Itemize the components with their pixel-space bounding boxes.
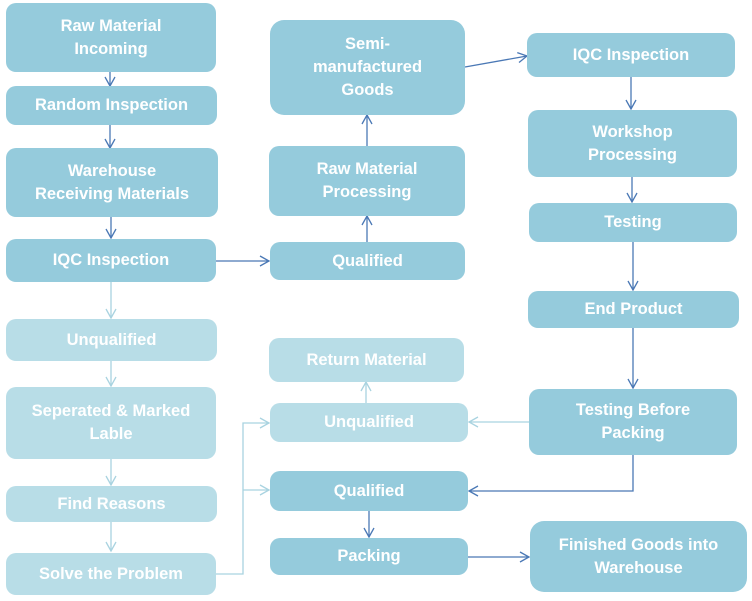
node-end-product: End Product <box>528 291 739 328</box>
arrow-solve-to-unqualified <box>216 417 271 575</box>
node-packing: Packing <box>270 538 468 575</box>
arrow-testing-before-to-qualified <box>467 455 634 497</box>
node-testing: Testing <box>529 203 737 242</box>
node-random-inspection: Random Inspection <box>6 86 217 125</box>
node-workshop-processing: Workshop Processing <box>528 110 737 177</box>
node-raw-material-processing: Raw Material Processing <box>269 146 465 216</box>
node-find-reasons: Find Reasons <box>6 486 217 522</box>
node-separated-marked: Seperated & Marked Lable <box>6 387 216 459</box>
node-unqualified-mid: Unqualified <box>270 403 468 442</box>
node-raw-material-incoming: Raw Material Incoming <box>6 3 216 72</box>
node-iqc-inspection-right: IQC Inspection <box>527 33 735 77</box>
node-warehouse-receiving: Warehouse Receiving Materials <box>6 148 218 217</box>
node-solve-problem: Solve the Problem <box>6 553 216 595</box>
arrow-semi-to-iqc <box>464 52 529 68</box>
node-unqualified-left: Unqualified <box>6 319 217 361</box>
node-finished-goods: Finished Goods into Warehouse <box>530 521 747 592</box>
node-iqc-inspection-left: IQC Inspection <box>6 239 216 282</box>
node-qualified-bottom: Qualified <box>270 471 468 511</box>
node-return-material: Return Material <box>269 338 464 382</box>
node-qualified-top: Qualified <box>270 242 465 280</box>
node-semi-manufactured: Semi- manufactured Goods <box>270 20 465 115</box>
node-testing-before-packing: Testing Before Packing <box>529 389 737 455</box>
